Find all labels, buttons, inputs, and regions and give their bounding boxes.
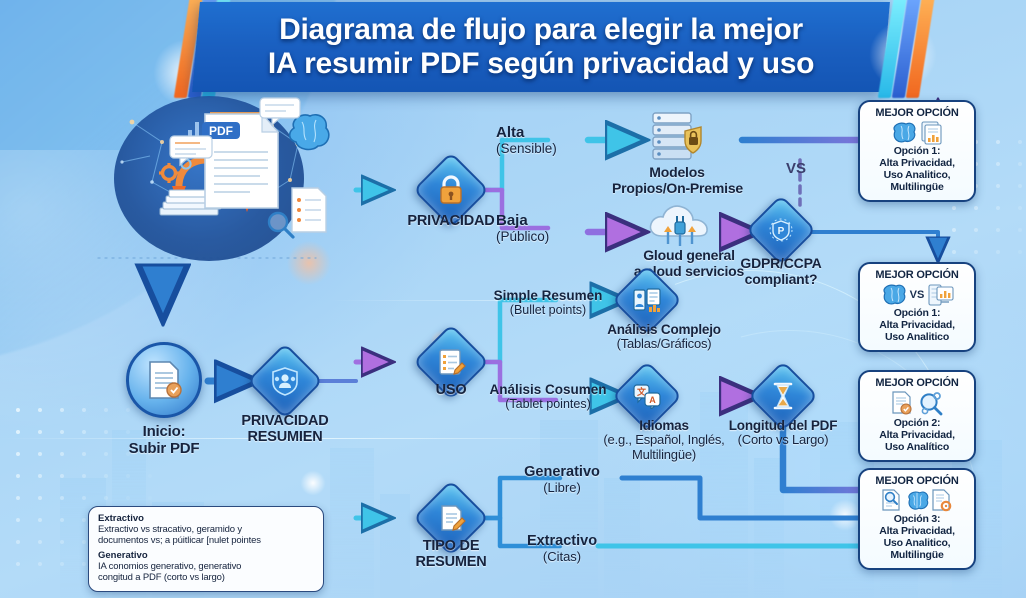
background-spark [300, 470, 326, 496]
magnifier-gear-icon [920, 392, 943, 416]
legend-box: Extractivo Extractivo vs stracativo, ger… [88, 506, 324, 592]
report-chart-icon [921, 121, 942, 145]
svg-text:P: P [778, 226, 785, 237]
vs-divider-label: VS [786, 160, 807, 177]
node-privacy-label: PRIVACIDAD [407, 213, 495, 229]
result-card-2-body: Opción 1: Alta Privacidad, Uso Analitico [879, 307, 955, 343]
node-on-premise-label: Modelos Propios/On-Premise [612, 164, 743, 196]
node-privacy-resume-label: PRIVACIDAD RESUMIEN [241, 413, 329, 446]
server-lock-icon [652, 112, 702, 160]
page-title-line1: Diagrama de flujo para elegir la mejor [279, 13, 803, 47]
result-card-3[interactable]: MEJOR OPCIÓN Opción 2: Alta Privacidad, … [858, 370, 976, 462]
background-glow-line [0, 438, 620, 439]
result-card-4-icons [864, 489, 970, 513]
node-uso[interactable] [412, 323, 490, 401]
svg-text:PDF: PDF [209, 124, 233, 138]
edge-label-generativo: Generativo (Libre) [524, 464, 600, 495]
result-card-3-icons [864, 391, 970, 417]
node-privacy-resume[interactable] [246, 342, 324, 420]
result-card-2-title: MEJOR OPCIÓN [875, 269, 959, 281]
result-card-2-icons: VS [864, 283, 970, 307]
result-card-2[interactable]: MEJOR OPCIÓN VS Opción 1: Alta Privacida… [858, 262, 976, 352]
hero-network-icon: PDF [120, 97, 330, 239]
checklist-pencil-icon [439, 349, 466, 375]
legend-heading-generativo: Generativo [98, 549, 148, 561]
legend-text-extractivo: Extractivo vs stracativo, geramido y doc… [98, 524, 261, 547]
result-card-1-title: MEJOR OPCIÓN [875, 107, 959, 119]
edge-label-analisis-cosumen: Análisis Cosumen (Tablet pointes) [489, 382, 607, 412]
background-spark [286, 240, 332, 286]
result-card-2-vs: VS [909, 289, 925, 301]
node-start[interactable] [126, 342, 202, 418]
edge-label-extractivo: Extractivo (Citas) [526, 533, 598, 564]
legend-text-generativo: IA conomios generativo, generativo congi… [98, 560, 242, 584]
hero-illustration: PDF [92, 92, 332, 267]
document-search-icon [882, 489, 900, 511]
data-analysis-icon [633, 288, 661, 312]
result-card-3-title: MEJOR OPCIÓN [875, 377, 959, 389]
node-gdpr-label: GDPR/CCPA compliant? [740, 255, 822, 287]
document-pencil-icon [441, 505, 466, 531]
background-spark [828, 498, 862, 532]
cloud-plug-icon [649, 205, 708, 246]
legend-heading-extractivo: Extractivo [98, 513, 144, 524]
node-analisis-complejo[interactable] [611, 264, 683, 336]
result-card-1[interactable]: MEJOR OPCIÓN Opción 1: Alta Privacidad, … [858, 100, 976, 202]
node-longitud[interactable] [747, 360, 819, 432]
translate-icon: 文 A [633, 384, 661, 409]
result-card-4-title: MEJOR OPCIÓN [875, 475, 959, 487]
page-title-line2: IA resumir PDF según privacidad y uso [267, 47, 815, 80]
node-uso-label: USO [435, 382, 467, 398]
result-card-1-body: Opción 1: Alta Privacidad, Uso Analitico… [879, 145, 955, 193]
privacy-badge-icon: P [769, 218, 793, 242]
node-tipo-resumen[interactable] [412, 479, 490, 557]
hourglass-icon [773, 382, 793, 410]
node-privacy[interactable] [412, 151, 490, 229]
node-start-label: Inicio: Subir PDF [128, 423, 200, 457]
lock-icon [440, 175, 462, 204]
node-idiomas-label: Idiomas (e.g., Español, Inglés, Multilin… [603, 418, 725, 462]
brain-icon [893, 122, 916, 143]
node-on-premise[interactable] [644, 108, 710, 166]
node-idiomas[interactable]: 文 A [611, 360, 683, 432]
node-cloud-label: Gloud general a cloud servicios [633, 247, 745, 279]
result-card-4-body: Opción 3: Alta Privacidad, Uso Analitico… [879, 513, 955, 561]
result-card-4[interactable]: MEJOR OPCIÓN Opción 3: Alta Privacidad, [858, 468, 976, 570]
node-tipo-resumen-label: TIPO DE RESUMEN [415, 538, 487, 571]
node-analisis-complejo-label: Análisis Complejo (Tablas/Gráficos) [607, 322, 721, 352]
edge-label-alta: Alta (Sensible) [496, 124, 557, 157]
svg-text:A: A [649, 395, 656, 405]
dashboard-chart-icon [928, 284, 954, 306]
edge-label-baja: Baja (Público) [496, 212, 550, 245]
result-card-1-icons [864, 121, 970, 145]
node-cloud[interactable] [646, 200, 716, 252]
shield-people-icon [272, 367, 298, 396]
node-longitud-label: Longitud del PDF (Corto vs Largo) [728, 418, 838, 448]
brain-icon [908, 491, 929, 510]
result-card-3-body: Opción 2: Alta Privacidad, Uso Analítico [879, 417, 955, 453]
title-banner: Diagrama de flujo para elegir la mejor I… [192, 2, 890, 92]
document-check-icon [892, 391, 912, 415]
node-gdpr[interactable]: P [745, 194, 817, 266]
brain-icon [883, 284, 906, 305]
edge-label-simple-resumen: Simple Resumen (Bullet points) [493, 288, 603, 318]
svg-text:文: 文 [636, 386, 647, 397]
document-gear-icon [932, 489, 952, 512]
document-icon [149, 361, 182, 399]
